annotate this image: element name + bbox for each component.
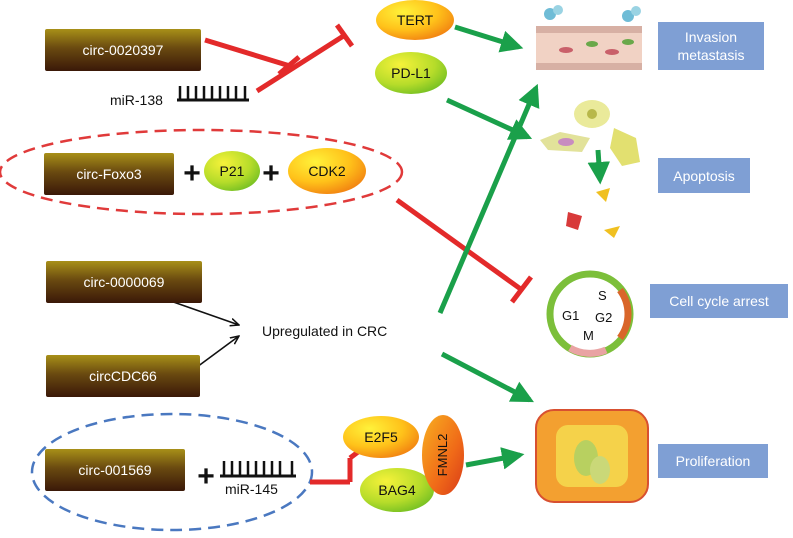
- foxo3-inhibit-bar: [510, 275, 533, 304]
- circ-foxo3-label: circ-Foxo3: [76, 166, 142, 182]
- fmnl2-label: FMNL2: [435, 434, 450, 477]
- cell-cycle-arrest-box: Cell cycle arrest: [650, 284, 788, 318]
- pdl1-to-apoptosis-arrow: [445, 97, 533, 140]
- circ-0020397-box: circ-0020397: [45, 29, 201, 71]
- tert-node: TERT: [376, 0, 454, 40]
- p21-label: P21: [220, 163, 245, 179]
- bag4-label: BAG4: [378, 482, 416, 498]
- e2f5-node: E2F5: [343, 416, 419, 458]
- circ-001569-box: circ-001569: [45, 449, 185, 491]
- cdk2-label: CDK2: [308, 163, 346, 179]
- plus-sign-1: +: [183, 157, 201, 190]
- proliferation-label: Proliferation: [676, 453, 751, 469]
- mir138-inhibit-bar: [334, 23, 355, 48]
- mir-138-glyph: [177, 86, 249, 102]
- circ-0000069-box: circ-0000069: [46, 261, 202, 303]
- cell-cycle-illustration: G1 S G2 M: [546, 270, 634, 358]
- crc-to-invasion-arrow: [437, 83, 540, 314]
- circ0020397-inhibit-bar: [277, 55, 301, 76]
- circ0020397-inhibit-line: [204, 37, 291, 69]
- invasion-illustration: [536, 5, 642, 70]
- invasion-line2: metastasis: [678, 47, 745, 63]
- phase-s: S: [598, 288, 607, 303]
- phase-g2: G2: [595, 310, 612, 325]
- complex-to-proliferation-arrow: [465, 447, 525, 470]
- circ-0000069-label: circ-0000069: [84, 274, 165, 290]
- p21-node: P21: [204, 151, 260, 191]
- circcdc66-box: circCDC66: [46, 355, 200, 397]
- apoptosis-box: Apoptosis: [658, 158, 750, 193]
- foxo3-inhibit-line: [395, 197, 524, 293]
- circcdc66-label: circCDC66: [89, 368, 157, 384]
- activation-arrows: [437, 24, 540, 470]
- cell-cycle-arrest-label: Cell cycle arrest: [669, 293, 769, 309]
- inhibition-arrows: [204, 23, 533, 485]
- upregulated-in-crc-label: Upregulated in CRC: [262, 323, 387, 339]
- apoptosis-label: Apoptosis: [673, 168, 734, 184]
- proliferation-box: Proliferation: [658, 444, 768, 478]
- apoptosis-illustration: [540, 100, 640, 238]
- circ-001569-label: circ-001569: [78, 462, 151, 478]
- phase-g1: G1: [562, 308, 579, 323]
- mir-145-label: miR-145: [225, 481, 278, 497]
- cdk2-node: CDK2: [288, 148, 366, 194]
- plus-sign-2: +: [262, 157, 280, 190]
- circ-foxo3-box: circ-Foxo3: [44, 153, 174, 195]
- fmnl2-node: FMNL2: [422, 415, 464, 495]
- proliferation-illustration: [535, 409, 649, 503]
- mir-145-glyph: [220, 461, 296, 478]
- cell-cycle-g2-arc: [617, 287, 632, 341]
- mir138-inhibit-line: [255, 32, 347, 94]
- invasion-metastasis-box: Invasion metastasis: [658, 22, 764, 70]
- plus-sign-3: +: [197, 460, 215, 493]
- crc-to-proliferation-arrow: [440, 351, 534, 403]
- pdl1-node: PD-L1: [375, 52, 447, 94]
- mir-138-label: miR-138: [110, 92, 163, 108]
- phase-m: M: [583, 328, 594, 343]
- pdl1-label: PD-L1: [391, 65, 431, 81]
- invasion-line1: Invasion: [685, 29, 737, 45]
- circcdc66-to-crc-arrow: [196, 336, 239, 368]
- circ-0020397-label: circ-0020397: [83, 42, 164, 58]
- tert-label: TERT: [397, 12, 434, 28]
- e2f5-label: E2F5: [364, 429, 398, 445]
- bag4-node: BAG4: [360, 468, 434, 512]
- circ001569-complex-dashed-ellipse: [30, 412, 314, 532]
- cell-cycle-m-arc: [568, 344, 608, 357]
- tert-to-invasion-arrow: [454, 24, 524, 53]
- foxo3-complex-dashed-ellipse: [0, 128, 404, 216]
